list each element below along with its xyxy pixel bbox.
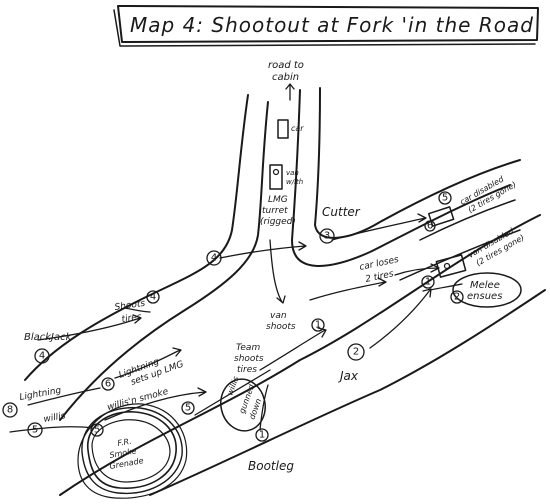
lightning-label: Lightning bbox=[19, 386, 62, 403]
vehicles bbox=[269, 119, 467, 278]
svg-text:2: 2 bbox=[353, 347, 359, 358]
marker-6-cutter: 6 bbox=[424, 220, 436, 232]
svg-text:5: 5 bbox=[442, 193, 448, 204]
svg-text:6: 6 bbox=[427, 221, 433, 232]
van-icon bbox=[269, 164, 283, 190]
marker-2-jax: 2 bbox=[347, 343, 365, 361]
svg-text:6: 6 bbox=[105, 379, 111, 390]
svg-text:2: 2 bbox=[454, 292, 460, 303]
team-shoots-3: tires bbox=[237, 365, 257, 375]
disabled-van-icon bbox=[435, 254, 467, 278]
blackjack-label: BlackJack bbox=[24, 332, 73, 343]
marker-1-team: 1 bbox=[311, 318, 325, 332]
svg-text:4: 4 bbox=[39, 351, 45, 362]
marker-1-van: 1 bbox=[421, 275, 435, 289]
willis-gunned-ellipse bbox=[220, 378, 266, 432]
svg-text:8: 8 bbox=[7, 405, 13, 416]
smoke-label-1: F.R. bbox=[117, 437, 133, 448]
van-label-1: van bbox=[286, 169, 299, 177]
marker-4-blackjack: 4 bbox=[34, 348, 50, 364]
shoots-tires-2: tires bbox=[121, 312, 142, 325]
road-to-cabin-line1: road to bbox=[268, 60, 304, 71]
car-loses-1: car loses bbox=[359, 255, 400, 273]
marker-5-willis: 5 bbox=[27, 422, 43, 438]
van-shoots-1: van bbox=[270, 311, 287, 321]
van-label-2: w/ith bbox=[286, 178, 303, 186]
svg-text:5: 5 bbox=[32, 425, 38, 436]
road-to-cabin-line2: cabin bbox=[272, 72, 299, 83]
lmg-label-1: LMG bbox=[268, 195, 288, 205]
svg-text:4: 4 bbox=[211, 253, 217, 264]
melee-label-2: ensues bbox=[467, 291, 502, 302]
map-title: Map 4: Shootout at Fork 'in the Road bbox=[130, 13, 534, 37]
van-shoots-2: shoots bbox=[266, 322, 296, 332]
jax-label: Jax bbox=[338, 369, 359, 383]
willis-gunned-1: willis bbox=[225, 375, 240, 397]
svg-text:3: 3 bbox=[324, 231, 330, 242]
marker-5-cutter: 5 bbox=[438, 191, 452, 205]
marker-2-melee: 2 bbox=[450, 290, 464, 304]
svg-text:1: 1 bbox=[425, 277, 431, 288]
road-edges bbox=[24, 87, 546, 496]
team-shoots-1: Team bbox=[236, 343, 260, 353]
marker-5-gunned: 5 bbox=[181, 401, 195, 415]
svg-text:5: 5 bbox=[185, 403, 191, 414]
marker-4-road: 4 bbox=[206, 250, 222, 266]
car-label: car bbox=[291, 124, 304, 133]
team-shoots-2: shoots bbox=[234, 354, 264, 364]
bootleg-label: Bootleg bbox=[248, 459, 294, 473]
cutter-label: Cutter bbox=[322, 205, 361, 219]
shoots-tires-1: Shoots bbox=[114, 299, 146, 313]
lmg-label-3: (rigged) bbox=[260, 217, 296, 227]
svg-text:1: 1 bbox=[315, 320, 321, 331]
svg-text:5: 5 bbox=[94, 425, 100, 436]
willis-label: willis bbox=[43, 411, 67, 425]
marker-3: 3 bbox=[319, 228, 335, 244]
car-icon bbox=[277, 119, 289, 139]
svg-text:1: 1 bbox=[259, 430, 265, 441]
melee-label-1: Melee bbox=[470, 280, 500, 291]
smoke-grenade-cloud bbox=[77, 403, 188, 499]
disabled-car-icon bbox=[427, 206, 455, 227]
lmg-label-2: turret bbox=[262, 206, 288, 216]
marker-6-lightning: 6 bbox=[101, 377, 115, 391]
melee-ellipse bbox=[452, 272, 522, 308]
marker-4-shoots: 4 bbox=[146, 290, 160, 304]
title-box: Map 4: Shootout at Fork 'in the Road bbox=[113, 5, 539, 47]
marker-8-lightning: 8 bbox=[2, 402, 18, 418]
markers: 3 4 5 6 1 2 1 2 4 4 6 8 5 5 5 1 bbox=[2, 191, 464, 442]
marker-1-bootleg: 1 bbox=[255, 428, 269, 442]
movement-arrows bbox=[9, 83, 463, 433]
svg-text:4: 4 bbox=[150, 292, 156, 303]
marker-5-smoke: 5 bbox=[90, 423, 104, 437]
